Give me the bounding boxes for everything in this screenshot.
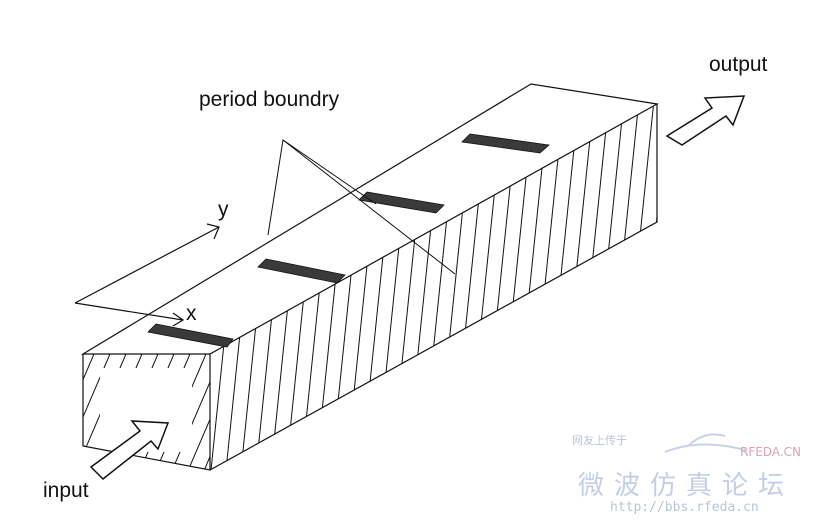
hatch-line xyxy=(660,90,700,480)
output-label: output xyxy=(709,53,768,76)
hatch-line xyxy=(284,104,326,470)
slot-3 xyxy=(358,191,445,214)
watermark-title: 微波仿真论坛 xyxy=(578,471,795,501)
hatch-line xyxy=(434,104,476,470)
hatch-line xyxy=(359,104,401,470)
y-axis-line xyxy=(74,226,220,304)
side-face-hatching xyxy=(210,90,730,480)
hatch-line xyxy=(419,104,461,470)
waveguide-outline xyxy=(80,83,659,471)
slot-2 xyxy=(257,258,346,284)
period-boundary-label: period boundry xyxy=(199,88,340,111)
watermark-bird-icon xyxy=(664,433,746,453)
hatch-line xyxy=(254,104,296,470)
hatch-line xyxy=(183,354,210,470)
top-face xyxy=(80,83,659,355)
hatch-line xyxy=(83,354,101,470)
hatch-line xyxy=(329,104,371,470)
arrow-up-right-icon xyxy=(89,420,170,481)
slots xyxy=(147,133,550,348)
input-arrow xyxy=(89,420,170,481)
hatch-line xyxy=(614,104,656,470)
period-boundary-leaders xyxy=(267,139,456,275)
watermark-url: http://bbs.rfeda.cn xyxy=(610,500,759,515)
x-axis-line xyxy=(74,302,184,321)
hatch-line xyxy=(629,104,657,470)
hatch-line xyxy=(464,104,506,470)
hatch-line xyxy=(224,104,266,470)
output-arrow xyxy=(665,95,746,146)
y-axis-arrowhead xyxy=(206,223,220,240)
hatch-line xyxy=(569,104,611,470)
watermark-brand: RFEDA.CN xyxy=(740,445,802,459)
x-axis-label: x xyxy=(186,302,197,325)
hatch-line xyxy=(599,104,641,470)
hatch-line xyxy=(210,104,236,470)
hatch-line xyxy=(269,104,311,470)
arrow-up-right-icon xyxy=(665,95,746,146)
axes xyxy=(74,223,220,327)
slot-1 xyxy=(147,323,234,348)
input-label: input xyxy=(43,479,89,502)
hatch-line xyxy=(539,104,581,470)
hatch-line xyxy=(690,90,730,480)
hatch-line xyxy=(449,104,491,470)
hatch-line xyxy=(584,104,626,470)
x-axis-arrowhead xyxy=(172,312,185,327)
hatch-line xyxy=(644,104,657,470)
slot-4 xyxy=(461,133,550,154)
hatch-line xyxy=(167,354,210,470)
leader-right xyxy=(282,139,456,275)
hatch-line xyxy=(554,104,596,470)
hatch-line xyxy=(675,90,715,480)
hatch-line xyxy=(344,104,386,470)
hatch-line xyxy=(239,104,281,470)
hatch-line xyxy=(314,104,356,470)
hatch-line xyxy=(210,104,251,470)
y-axis-label: y xyxy=(218,198,229,221)
hatch-line xyxy=(374,104,416,470)
watermark-upload-text: 网友上传于 xyxy=(572,434,627,447)
hatch-line xyxy=(83,354,117,470)
